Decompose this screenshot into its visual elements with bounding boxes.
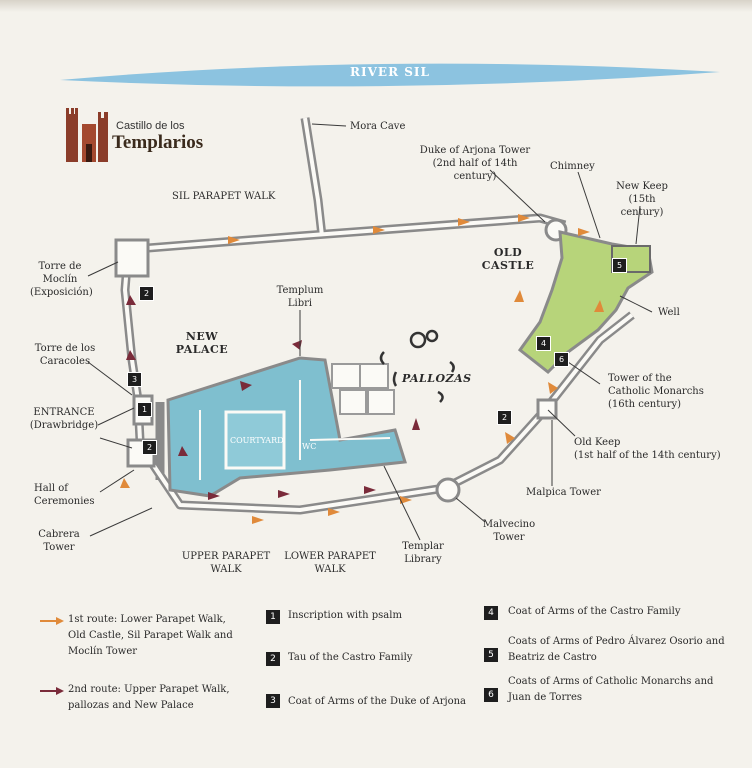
map-badge: 4 (536, 336, 551, 351)
label-mora-cave: Mora Cave (350, 121, 406, 132)
map-badge: 6 (554, 352, 569, 367)
label-sil-parapet-walk: SIL PARAPET WALK (172, 191, 276, 202)
map-badge: 1 (137, 402, 152, 417)
courtyard-shape (224, 410, 286, 470)
leader-lines (87, 123, 653, 541)
label-entrance: ENTRANCE(Drawbridge) (29, 407, 99, 431)
castle-map (60, 63, 720, 541)
logo-line2: Templarios (112, 132, 204, 153)
castle-logo: Castillo de los Templarios (62, 102, 212, 170)
label-courtyard: COURTYARD (230, 436, 284, 445)
route1-arrows (120, 214, 604, 524)
malvecino-tower-shape (435, 477, 461, 503)
legend-text-3: Coat of Arms of the Duke of Arjona (288, 696, 467, 707)
legend-text-2: Tau of the Castro Family (288, 652, 413, 663)
river-label: RIVER SIL (350, 65, 430, 79)
legend-badge-6: 6 (484, 688, 498, 702)
legend-badge-5: 5 (484, 648, 498, 662)
map-badge: 3 (127, 372, 142, 387)
logo-line1: Castillo de los (116, 120, 185, 132)
label-duke-arjona-tower: Duke of Arjona Tower(2nd half of 14th ce… (419, 145, 531, 182)
castle-logo-icon (66, 108, 108, 162)
route-legend-1: 1st route: Lower Parapet Walk,Old Castle… (40, 612, 233, 660)
arrow-right-icon (40, 617, 64, 625)
label-pallozas: PALLOZAS (402, 372, 472, 385)
page-fold-shadow (0, 0, 752, 12)
label-chimney: Chimney (550, 161, 595, 172)
pallozas-shapes (379, 329, 455, 403)
map-badge: 2 (142, 440, 157, 455)
templar-library-shape (331, 363, 395, 415)
legend-text-1: Inscription with psalm (288, 610, 402, 621)
label-new-keep: New Keep(15th century) (616, 181, 668, 218)
map-badge: 5 (612, 258, 627, 273)
route-legend-2: 2nd route: Upper Parapet Walk,pallozas a… (40, 682, 230, 714)
map-badge: 2 (497, 410, 512, 425)
map-badge: 2 (139, 286, 154, 301)
legend-badge-2: 2 (266, 652, 280, 666)
arrow-right-icon (40, 687, 64, 695)
river-sil (60, 63, 720, 87)
label-malpica-tower: Malpica Tower (526, 487, 601, 498)
torre-moclin-shape (114, 238, 150, 278)
legend-text-4: Coat of Arms of the Castro Family (508, 606, 681, 617)
label-wc: WC (302, 442, 317, 451)
label-old-keep: Old Keep(1st half of the 14th century) (574, 437, 721, 461)
legend-text-5: Coats of Arms of Pedro Álvarez Osorio an… (508, 636, 725, 663)
legend-badge-3: 3 (266, 694, 280, 708)
legend-badge-1: 1 (266, 610, 280, 624)
label-well: Well (658, 307, 680, 318)
legend-badge-4: 4 (484, 606, 498, 620)
